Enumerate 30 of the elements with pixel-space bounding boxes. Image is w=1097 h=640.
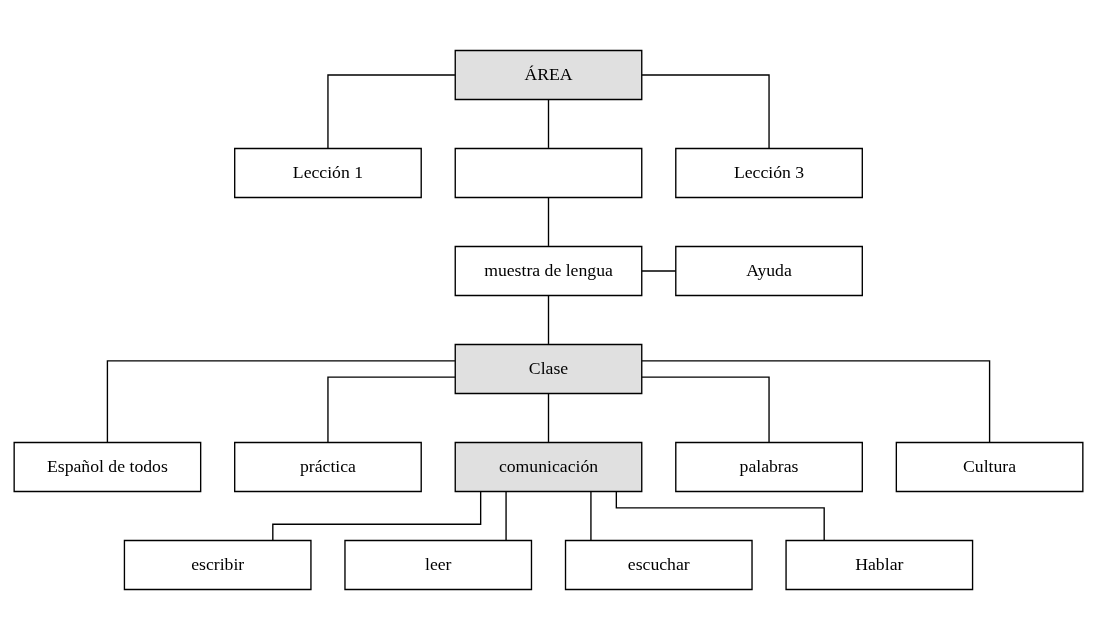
node-box bbox=[454, 147, 643, 199]
connector bbox=[641, 360, 991, 444]
connector bbox=[106, 360, 456, 444]
node-box: ÁREA bbox=[454, 49, 643, 101]
node-box: Hablar bbox=[785, 539, 974, 591]
connector bbox=[272, 490, 482, 542]
connector bbox=[547, 295, 550, 345]
node-box: Clase bbox=[454, 343, 643, 395]
node-box: muestra de lengua bbox=[454, 245, 643, 297]
connector bbox=[327, 376, 456, 444]
node-box: Español de todos bbox=[13, 441, 202, 493]
node-box: leer bbox=[344, 539, 533, 591]
node-box: práctica bbox=[234, 441, 422, 493]
node-box: Ayuda bbox=[675, 245, 863, 297]
connector bbox=[641, 376, 770, 444]
connector bbox=[547, 393, 550, 443]
connector bbox=[505, 491, 507, 541]
connector bbox=[547, 99, 550, 149]
connector bbox=[590, 491, 592, 541]
connector bbox=[327, 74, 456, 149]
node-box: Lección 1 bbox=[234, 147, 422, 199]
node-box: Cultura bbox=[895, 441, 1084, 493]
node-box: Lección 3 bbox=[675, 147, 863, 199]
connector bbox=[641, 74, 770, 149]
node-box: escribir bbox=[123, 539, 312, 591]
connector bbox=[641, 270, 677, 272]
connector bbox=[547, 197, 550, 247]
node-box: escuchar bbox=[564, 539, 753, 591]
node-box: palabras bbox=[675, 441, 863, 493]
node-box: comunicación bbox=[454, 441, 643, 493]
